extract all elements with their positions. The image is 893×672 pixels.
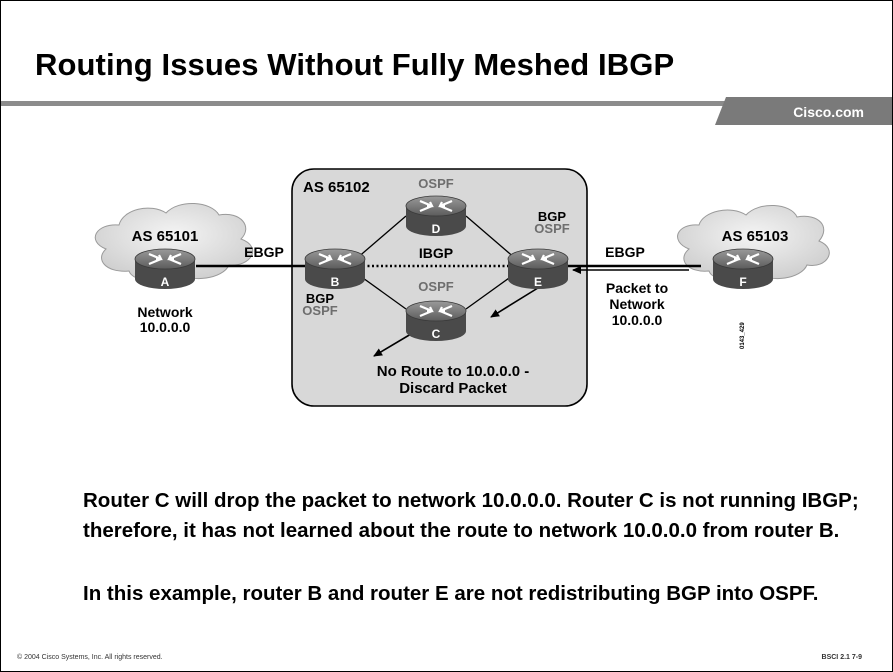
as-65101-label: AS 65101 [132,228,199,245]
link-b-d [355,215,407,260]
ospf-b-label: OSPF [302,303,337,318]
slide-title: Routing Issues Without Fully Meshed IBGP [35,47,675,82]
as-65103-label: AS 65103 [722,228,789,245]
ospf-d-label: OSPF [418,176,453,191]
ebgp-right-label: EBGP [605,244,645,260]
router-e-label: E [534,275,542,289]
ospf-c-label: OSPF [418,279,453,294]
packet-label-line3: 10.0.0.0 [612,312,663,328]
explanation-paragraph-1: Router C will drop the packet to network… [83,489,859,542]
no-route-line2: Discard Packet [399,380,507,397]
title-rule-bar [1,97,892,125]
router-c-label: C [432,327,441,341]
packet-label-line1: Packet to [606,280,668,296]
router-a-label: A [161,275,170,289]
copyright-footer: © 2004 Cisco Systems, Inc. All rights re… [17,654,163,661]
explanation-paragraph-2: In this example, router B and router E a… [83,582,819,605]
network-left-line1: Network [137,304,192,320]
no-route-line1: No Route to 10.0.0.0 - [377,363,530,380]
router-d-label: D [432,222,441,236]
link-d-e [465,215,517,260]
network-left-line2: 10.0.0.0 [140,319,191,335]
ibgp-label: IBGP [419,245,453,261]
packet-label-line2: Network [609,296,664,312]
bgp-e-label: BGP [538,209,567,224]
network-diagram: A B D C E F AS 65101 AS 65102 AS 65103 E… [94,168,830,407]
figure-id: 0143_429 [740,322,746,349]
ebgp-left-label: EBGP [244,244,284,260]
as-65102-label: AS 65102 [303,179,370,196]
course-page-number: BSCI 2.1 7-9 [821,654,862,661]
packet-arrow-c-to-discard [373,333,412,357]
ospf-e-label: OSPF [534,221,569,236]
bgp-b-label: BGP [306,291,335,306]
router-b-label: B [331,275,340,289]
as-65102-box [291,168,588,407]
cisco-brand-label: Cisco.com [793,104,864,120]
router-f-label: F [739,275,746,289]
link-c-e [465,272,517,310]
